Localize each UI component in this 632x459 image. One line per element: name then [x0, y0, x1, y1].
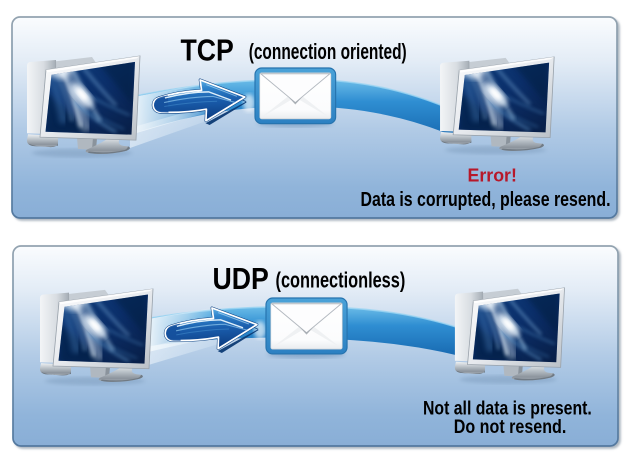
svg-text:(connection oriented): (connection oriented)	[249, 39, 407, 64]
svg-text:Error!: Error!	[468, 166, 517, 186]
svg-text:(connectionless): (connectionless)	[276, 268, 406, 293]
svg-text:Do not resend.: Do not resend.	[454, 417, 567, 438]
svg-text:UDP: UDP	[213, 261, 269, 296]
svg-text:Data is corrupted, please rese: Data is corrupted, please resend.	[361, 188, 611, 211]
svg-text:TCP: TCP	[181, 33, 234, 68]
svg-text:Not all data is present.: Not all data is present.	[423, 398, 592, 419]
